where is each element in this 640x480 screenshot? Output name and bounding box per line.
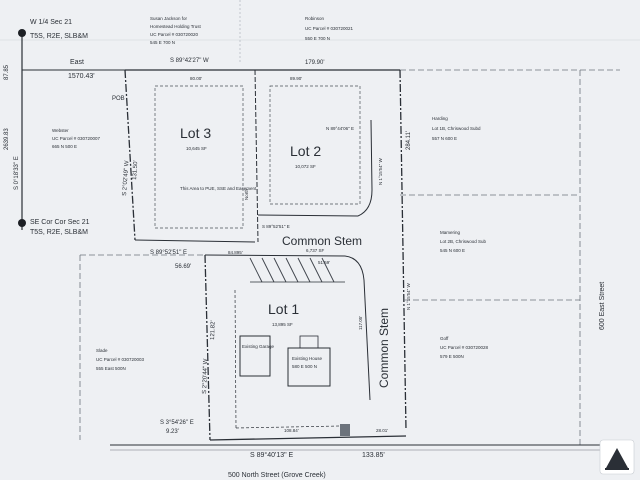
lot1-west-bearing: S 2°20'44" W [202,358,209,394]
east-boundary [399,69,407,431]
owner-parcel: UC Parcel # 030720003 [96,357,145,362]
lot3-west-boundary [124,69,136,241]
owner-parcel: UC Parcel # 030720021 [305,26,354,31]
house-address: 580 E 500 N [292,364,317,369]
owner-name: Webster [52,128,69,133]
east-distance: 1570.43' [68,73,95,80]
lot1-west-dist: 121.82' [210,320,217,340]
lot3-lot2-divider [254,69,259,243]
lot2-south-bearing: S 89°52'51" E [262,224,290,229]
low-dist: 9.23' [166,429,179,435]
house-label: Existing House [292,356,323,361]
easement-hatch [249,257,335,283]
owner-address: 665 N 500 E [52,144,77,149]
nw-corner-label: W 1/4 Sec 21 [30,19,72,26]
south-street-name: 500 North Street (Grove Creek) [228,472,326,479]
garage-outline [239,335,271,377]
lot1-west-boundary [204,254,211,441]
lot1-area: 13,895 SF [272,322,293,327]
south-boundary [209,435,407,441]
owner-parcel: UC Parcel # 030720007 [52,136,101,141]
east-street-name: 600 East Street [599,282,606,330]
lot3-setback [154,85,244,229]
pob-label: POB [112,96,125,102]
owner-parcel: UC Parcel # 030720020 [150,32,199,37]
owner-name-2: Homestead Holding Trust [150,24,202,29]
owner-parcel: UC Parcel # 030720028 [440,345,489,350]
common-stem-vertical: Common Stem [377,308,391,388]
lot3-area: 10,645 SF [186,146,207,151]
stem-curve [344,255,371,401]
lot2-setback [269,85,361,205]
owner-name: Goff [440,336,449,341]
lot1-setback-bottom [235,425,341,429]
common-stem-label: Common Stem [282,234,362,248]
lot2-bearing: N 89°44'06" E [326,126,354,131]
owner-name: Robinson [305,16,325,21]
lot3-south-bearing: S 89°52'51" E [150,250,187,256]
low-bearing: S 3°54'26" E [160,420,194,426]
lot2-inner-bearing: N 1°15'54" W [378,157,383,185]
nw-corner-label-2: T5S, R2E, SLB&M [30,33,88,40]
stem-area: 6,737 SF [306,248,325,253]
north-dist-right: 179.90' [305,60,325,66]
lot1-setback [234,289,237,429]
stem-small-dist: 84.895' [228,250,243,255]
lot2-south-line [257,214,359,217]
section-distance: 2639.83 [4,128,10,150]
right-small-dist: 28.01' [376,428,388,433]
owner-name: Susan Jackson for [150,16,188,21]
utility-box [340,424,350,436]
lot3-south-line [134,239,256,243]
owner-name: Harding [432,116,448,121]
sun-logo [599,439,635,475]
nw-corner-monument [18,29,26,37]
lot2-curve [357,119,373,217]
lot2-area: 10,072 SF [295,164,316,169]
owner-address: 545 N 600 E [440,248,465,253]
owner-address: 550 E 700 N [305,36,330,41]
owner-name: Slade [96,348,108,353]
owner-lot: Lot 2B, Chriswood Sub [440,239,487,244]
lot3-south-dist: 56.69' [175,264,191,270]
north-bearing: S 89°42'27" W [170,58,209,64]
north-dist-left: 80.00' [190,76,202,81]
owner-address: 545 E 700 N [150,40,175,45]
lot3-west-dist: 131.50' [132,160,139,180]
lot1-bottom-dist: 108.84' [284,428,299,433]
north-label: North [244,188,249,200]
owner-address: 557 N 600 E [432,136,457,141]
lot2-top-dist: 89.90' [290,76,302,81]
sw-corner-label-2: T5S, R2E, SLB&M [30,229,88,236]
section-bearing: S 0°18'33" E [14,156,20,190]
east-dist: 284.11' [406,131,412,150]
south-bearing: S 89°40'13" E [250,451,294,459]
lot3-label: Lot 3 [180,125,211,141]
south-dist: 133.85' [362,452,385,459]
owner-lot: Lot 1B, Chriswood Subd [432,126,481,131]
owner-address: 555 East 500N [96,366,126,371]
top-dist-label: 87.85 [4,64,10,80]
stem-vertical-dist: 117.05' [358,316,363,330]
stem-dist: 51.59' [318,260,330,265]
lot1-label: Lot 1 [268,301,299,317]
house-porch [299,335,319,349]
lot2-label: Lot 2 [290,143,321,159]
sw-corner-monument [18,219,26,227]
owner-name: Mamering [440,230,461,235]
east-label: East [70,59,84,66]
sw-corner-label: SE Cor Cor Sec 21 [30,219,90,226]
owner-address: 579 E 500N [440,354,464,359]
stem-right-bearing: N 1°15'54" W [406,282,411,310]
lot3-west-bearing: S 2°02'49" W [122,160,130,196]
stem-north-line [204,254,346,257]
garage-label: Existing Garage [242,344,275,349]
lot3-area-note: This Area to PUE, SSE and Easement [180,186,257,191]
